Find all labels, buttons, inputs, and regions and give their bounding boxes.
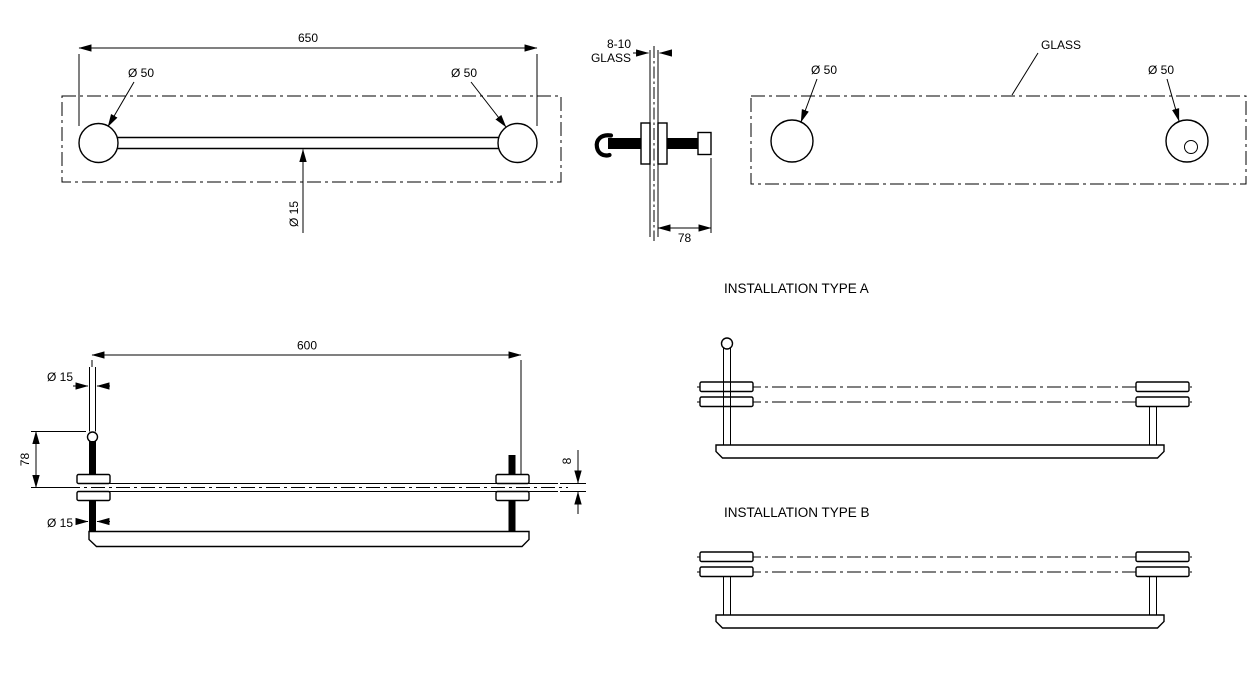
front-length-label: 650 (298, 31, 318, 45)
plan-glass-thickness-label: 8 (560, 457, 574, 464)
installation-b-title: INSTALLATION TYPE B (724, 505, 870, 520)
post-b-right (1149, 576, 1157, 615)
plan-post-bottom-label: Ø 15 (47, 516, 73, 530)
glass-panel-outline-front (61, 95, 562, 183)
front-hole-right-label: Ø 50 (451, 66, 477, 80)
plan-view: 600 Ø 15 78 (18, 339, 586, 548)
rail-a (715, 444, 1165, 459)
towel-bar-front (98, 136, 518, 150)
glass-panel-edge (649, 46, 659, 241)
side-view: 8-10 GLASS 78 (591, 37, 712, 245)
dim-projection-78: 78 (657, 158, 712, 245)
post-dome-cap (86, 431, 99, 443)
bracket-section (594, 122, 712, 165)
back-hole-right-label: Ø 50 (1148, 63, 1174, 77)
back-hole-left-label: Ø 50 (811, 63, 837, 77)
dim-backhole-right: Ø 50 (1148, 63, 1180, 122)
clamp-b-right-bottom (1135, 566, 1190, 578)
bar-section-back (667, 138, 698, 149)
glass-edge-plan (66, 483, 568, 492)
dim-glass-8: 8 (560, 450, 586, 514)
backplate-screw-detail (1184, 140, 1198, 154)
glass-word-label: GLASS (591, 51, 631, 65)
glass-callout: GLASS (1011, 38, 1081, 96)
dim-post-diameter-top: Ø 15 (47, 370, 110, 390)
clamp-b-right-top (1135, 551, 1190, 563)
clamp-right-top-plate (495, 473, 530, 485)
mount-post-left (78, 122, 119, 164)
glass-panel-outline-back (750, 95, 1247, 185)
clamp-b-left-bottom (699, 566, 754, 578)
backplate-right (1165, 119, 1209, 163)
plan-post-top-label: Ø 15 (47, 370, 73, 384)
clamp-left-top-plate (76, 473, 111, 485)
plan-length-label: 600 (297, 339, 317, 353)
dim-hole-right: Ø 50 (451, 66, 507, 128)
clamp-plate-front (640, 122, 651, 165)
mount-post-right (497, 122, 538, 164)
clamp-b-left-top (699, 551, 754, 563)
installation-type-a: INSTALLATION TYPE A (697, 281, 1192, 459)
plan-projection-label: 78 (18, 453, 32, 467)
clamp-a-left-bottom (699, 396, 754, 408)
clamp-right-bottom-plate (495, 490, 530, 502)
back-view: GLASS Ø 50 Ø 50 (750, 38, 1247, 185)
bar-section-front (608, 138, 641, 149)
end-cap (697, 131, 712, 156)
front-view: 650 Ø 50 Ø 50 Ø 15 (61, 31, 562, 233)
dim-post-diameter-bottom: Ø 15 (47, 516, 110, 530)
clamp-plate-back (657, 122, 668, 165)
clamp-a-left-top (699, 381, 754, 393)
clamp-left-bottom-plate (76, 490, 111, 502)
dim-bar-diameter: Ø 15 (287, 148, 307, 233)
dim-length-600: 600 (91, 339, 522, 474)
post-a-left (723, 348, 731, 445)
hook-end (594, 133, 614, 158)
post-a-right (1149, 406, 1157, 445)
clamp-a-right-bottom (1135, 396, 1190, 408)
front-bar-diameter-label: Ø 15 (287, 201, 301, 227)
rail-plan (88, 530, 530, 548)
clamp-a-right-top (1135, 381, 1190, 393)
post-b-left (723, 576, 731, 615)
installation-type-b: INSTALLATION TYPE B (697, 505, 1192, 629)
dim-backhole-left: Ø 50 (800, 63, 837, 123)
post-top (86, 367, 99, 443)
backplate-left (770, 119, 814, 163)
front-hole-left-label: Ø 50 (128, 66, 154, 80)
dim-glass-thickness: 8-10 GLASS (591, 37, 672, 65)
dim-projection-78-plan: 78 (18, 430, 86, 489)
back-glass-label: GLASS (1041, 38, 1081, 52)
side-projection-label: 78 (678, 231, 692, 245)
dim-hole-left: Ø 50 (107, 66, 154, 127)
posts-plan (89, 441, 516, 532)
post-dome-a (720, 337, 734, 350)
installation-a-title: INSTALLATION TYPE A (724, 281, 869, 296)
dim-length-650: 650 (78, 31, 538, 126)
glass-thickness-label: 8-10 (607, 37, 631, 51)
rail-b (715, 614, 1165, 629)
